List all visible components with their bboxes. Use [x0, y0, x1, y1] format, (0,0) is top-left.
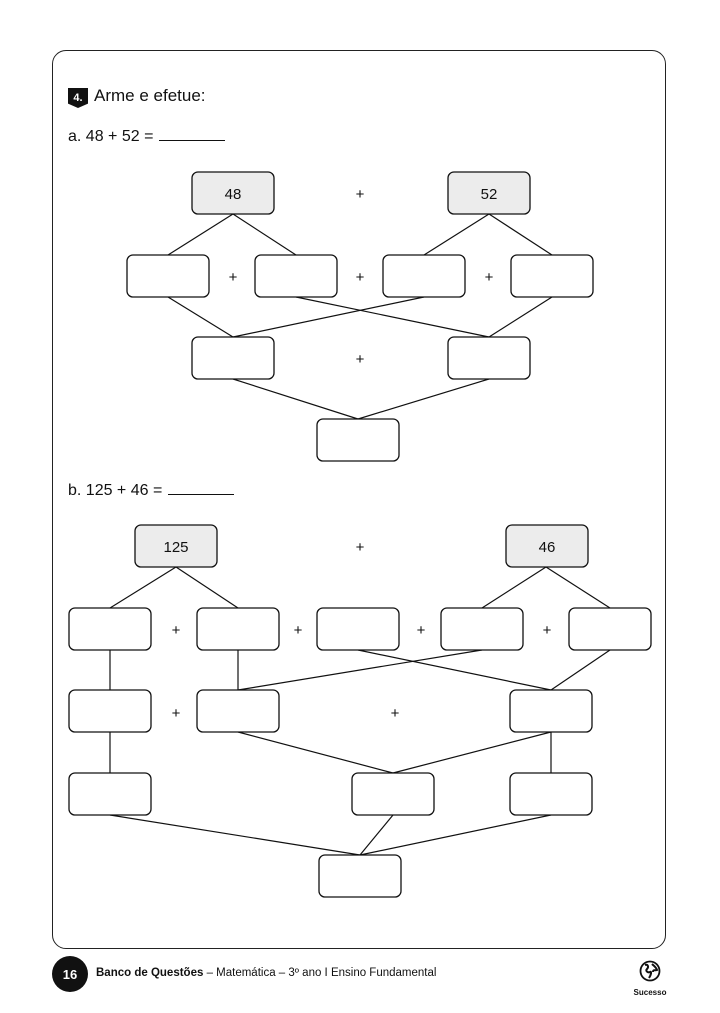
question-number-badge: 4.: [68, 88, 88, 108]
diagram-a-top-plus: +: [356, 186, 365, 203]
diagram-b-right-number-box: [505, 524, 589, 568]
diagram-a-left-number: 48: [225, 186, 242, 203]
diagram-b-plus: +: [543, 622, 552, 639]
diagram-a-plus: +: [356, 269, 365, 286]
diagram-b-plus: +: [172, 705, 181, 722]
item-a-answer-blank[interactable]: [159, 139, 226, 141]
diagram-b-right-number: 46: [539, 539, 556, 556]
diagram-b-answer-box[interactable]: [351, 772, 435, 816]
diagram-a-right-number: 52: [481, 186, 498, 203]
diagram-a-right-number-box: [447, 171, 531, 215]
diagram-a-answer-box[interactable]: [510, 254, 594, 298]
diagram-b-plus: +: [172, 622, 181, 639]
diagram-b-answer-box[interactable]: [316, 607, 400, 651]
diagram-a-connectors: [167, 213, 553, 420]
diagram-b-answer-box[interactable]: [509, 689, 593, 733]
diagram-a-plus: +: [356, 351, 365, 368]
diagram-b-plus: +: [391, 705, 400, 722]
diagram-a-plus: +: [229, 269, 238, 286]
footer-subject: – Matemática – 3º ano I Ensino Fundament…: [203, 967, 437, 979]
diagram-b-answer-box[interactable]: [68, 607, 152, 651]
diagram-b-result-box[interactable]: [318, 854, 402, 898]
diagram-b-plus: +: [294, 622, 303, 639]
diagram-b-answer-box[interactable]: [568, 607, 652, 651]
question-card: [52, 50, 666, 949]
diagram-a-answer-box[interactable]: [447, 336, 531, 380]
diagram-a-answer-box[interactable]: [126, 254, 210, 298]
diagram-a-result-box[interactable]: [316, 418, 400, 462]
diagram-b-left-number: 125: [163, 539, 188, 556]
diagram-b-plus: +: [417, 622, 426, 639]
diagram-b-connectors: [109, 566, 611, 856]
item-a: a. 48 + 52 =: [68, 128, 226, 146]
item-b: b. 125 + 46 =: [68, 482, 235, 500]
globe-icon: [639, 960, 661, 982]
page-number-text: 16: [62, 966, 78, 982]
publisher-logo: Sucesso: [628, 960, 672, 997]
diagram-b-top-plus: +: [356, 539, 365, 556]
diagram-b-answer-box[interactable]: [68, 772, 152, 816]
footer-book-title: Banco de Questões: [96, 967, 204, 979]
diagram-a-answer-box[interactable]: [382, 254, 466, 298]
diagram-b-answer-box[interactable]: [196, 607, 280, 651]
footer-caption: Banco de Questões – Matemática – 3º ano …: [96, 967, 436, 979]
question-title: Arme e efetue:: [94, 86, 206, 105]
diagram-b-answer-box[interactable]: [509, 772, 593, 816]
diagram-a-answer-box[interactable]: [254, 254, 338, 298]
diagram-b-answer-box[interactable]: [196, 689, 280, 733]
item-a-label: a. 48 + 52 =: [68, 128, 154, 145]
diagram-b-left-number-box: [134, 524, 218, 568]
question-number: 4.: [73, 92, 83, 104]
diagram-b-answer-box[interactable]: [68, 689, 152, 733]
diagram-a-plus: +: [485, 269, 494, 286]
page-number: 16: [52, 956, 88, 992]
item-b-label: b. 125 + 46 =: [68, 482, 163, 499]
diagram-b-answer-box[interactable]: [440, 607, 524, 651]
diagram-a-answer-box[interactable]: [191, 336, 275, 380]
publisher-logo-text: Sucesso: [633, 988, 667, 997]
item-b-answer-blank[interactable]: [168, 493, 235, 495]
diagram-a-left-number-box: [191, 171, 275, 215]
